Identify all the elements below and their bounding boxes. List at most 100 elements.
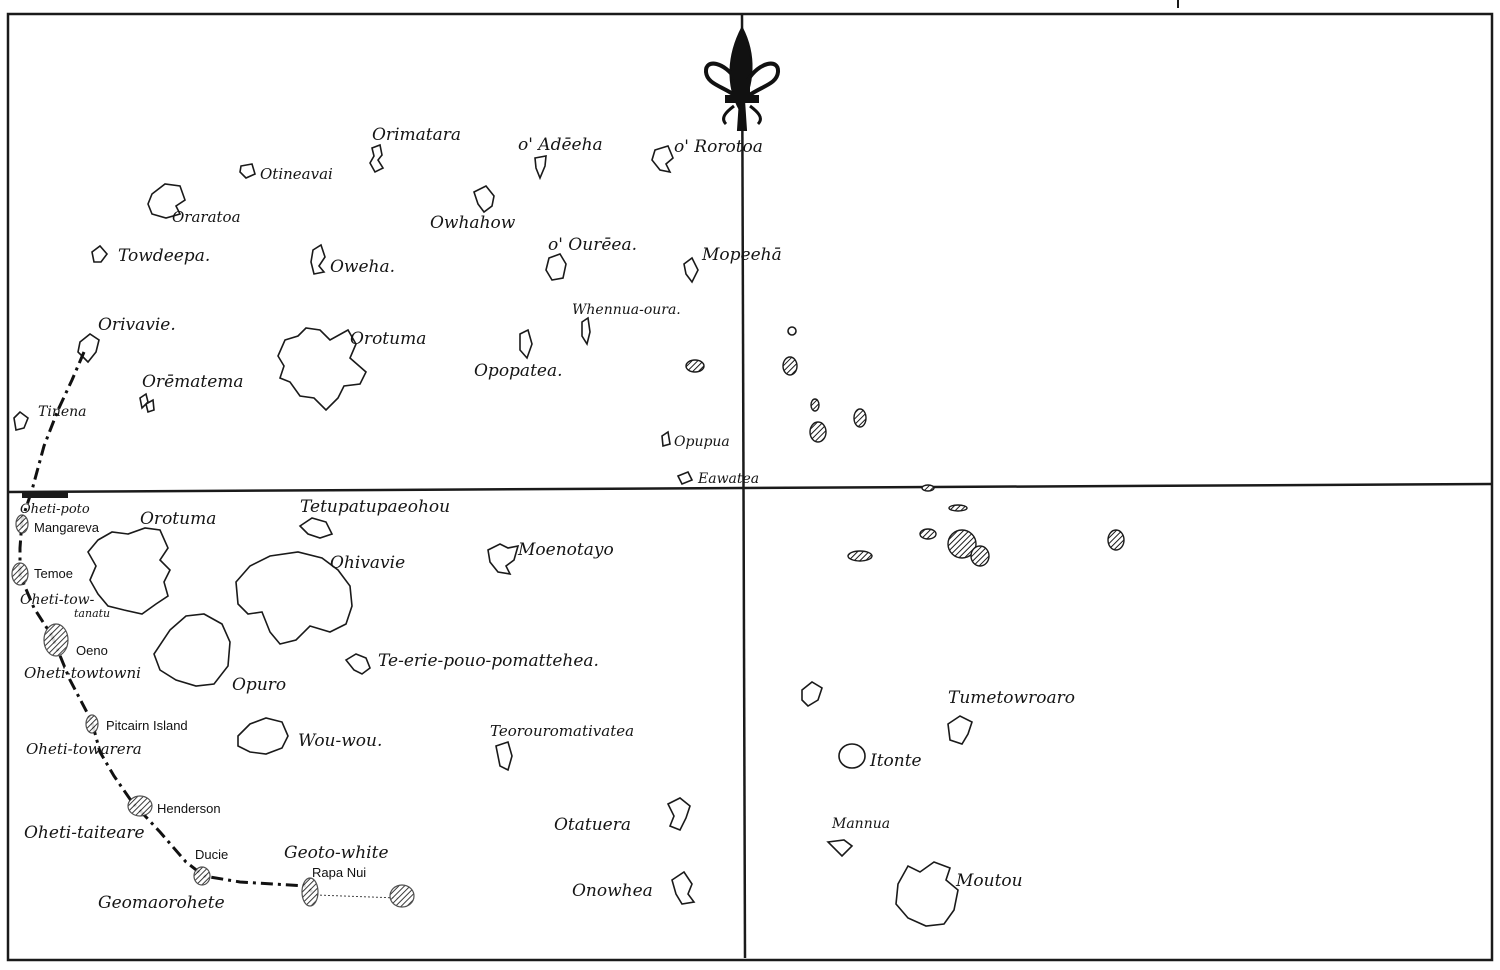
island-tinena — [13, 410, 29, 431]
label-towdeepa: Towdeepa. — [118, 246, 210, 266]
island-mangareva-mark — [15, 514, 29, 534]
label-ducie: Ducie — [195, 847, 228, 862]
island-geoto-white-mark — [389, 884, 415, 908]
label-onowhea: Onowhea — [572, 881, 653, 901]
label-oweha: Oweha. — [330, 257, 395, 277]
label-tumetowroaro: Tumetowroaro — [948, 688, 1075, 708]
island-ducie-mark — [193, 866, 211, 886]
island-oweha — [310, 243, 326, 275]
label-teoroura: Teorouromativatea — [490, 722, 634, 740]
island-rapa-nui-mark — [301, 877, 319, 907]
island-otineavai — [239, 163, 256, 179]
island-itonte — [838, 743, 866, 769]
island-small-north — [787, 326, 797, 336]
label-itonte: Itonte — [869, 751, 922, 771]
label-oheti-towarera: Oheti-towarera — [26, 740, 142, 758]
label-mangareva: Mangareva — [34, 520, 100, 535]
island-oraratoa — [147, 183, 186, 219]
label-eawatea: Eawatea — [697, 471, 759, 487]
label-wou-wou: Wou-wou. — [298, 731, 382, 751]
island-o-rorotoa — [651, 145, 674, 174]
island-west-south — [801, 681, 823, 708]
label-o-rorotoa: o' Rorotoa — [674, 137, 763, 157]
label-geomaorohete: Geomaorohete — [98, 893, 225, 913]
label-pitcairn: Pitcairn Island — [106, 718, 188, 733]
island-oeno-mark — [43, 623, 69, 657]
label-orivavie: Orivavie. — [98, 315, 176, 335]
map-frame — [6, 0, 1494, 962]
label-mopeeha: Mopeehā — [701, 245, 782, 265]
island-orimatara — [369, 143, 385, 174]
island-orotuma-south — [87, 527, 171, 615]
island-opuro — [153, 613, 231, 687]
island-oremalema — [139, 392, 155, 414]
label-oheti-towtowni: Oheti-towtowni — [24, 664, 141, 682]
parallel-line — [7, 482, 1493, 494]
island-orotuma-north — [277, 327, 367, 412]
oheti-poto-bar — [22, 492, 68, 498]
label-whennua-oura: Whennua-oura. — [572, 302, 681, 318]
island-o-oureea — [545, 253, 567, 281]
island-orivavie — [77, 333, 100, 364]
island-eawatea — [676, 470, 694, 486]
island-ohivavie — [235, 551, 353, 645]
label-oheti-tow-tanatu-a: Oheti-tow- — [20, 592, 95, 608]
label-tinena: Tinena — [38, 404, 86, 420]
island-opupua — [661, 430, 671, 448]
island-towdeepa — [91, 244, 109, 263]
island-whennua-oura — [581, 316, 591, 347]
label-henderson: Henderson — [157, 801, 221, 816]
island-tetupatupaeohou — [298, 517, 334, 539]
island-onowhea — [671, 870, 696, 905]
island-pitcairn-mark — [85, 714, 99, 734]
label-oheti-poto: Oheti-poto — [20, 502, 90, 517]
island-owhahow — [473, 184, 495, 214]
meridian-line — [740, 13, 747, 959]
route-islands — [11, 514, 415, 908]
fleur-de-lis-icon — [704, 25, 780, 131]
label-opupua: Opupua — [674, 434, 730, 450]
island-te-erie — [344, 653, 371, 675]
handwritten-labels: Orimatara o' Adēeha o' Rorotoa Otineavai… — [20, 125, 1075, 913]
label-ohivavie: Ohivavie — [330, 553, 405, 573]
label-te-erie: Te-erie-pouo-pomattehea. — [378, 651, 599, 671]
route-extension — [315, 894, 399, 899]
island-mannua — [826, 839, 854, 858]
label-geoto-white: Geoto-white — [284, 843, 389, 863]
label-oremalema: Orēmatema — [142, 372, 244, 392]
label-opuro: Opuro — [232, 675, 286, 695]
label-moutou: Moutou — [955, 871, 1023, 891]
label-o-oureea: o' Ourēea. — [548, 235, 637, 255]
island-o-adeeha — [534, 155, 547, 181]
label-oheti-tow-tanatu-b: tanatu — [74, 607, 110, 620]
island-tumetowroaro — [947, 715, 973, 745]
label-otatuera: Otatuera — [554, 815, 631, 835]
label-opopatea: Opopatea. — [474, 361, 563, 381]
hatched-islands — [685, 356, 1125, 567]
label-oheti-taiteare: Oheti-taiteare — [24, 823, 145, 843]
island-mopeeha — [683, 256, 699, 284]
label-orotuma-north: Orotuma — [350, 329, 426, 349]
island-opopatea — [519, 328, 533, 360]
label-mannua: Mannua — [831, 816, 890, 832]
label-oraratoa: Oraratoa — [172, 208, 241, 226]
label-temoe: Temoe — [34, 566, 73, 581]
island-otatuera — [666, 797, 691, 832]
label-orotuma-south: Orotuma — [140, 509, 216, 529]
label-rapa-nui: Rapa Nui — [312, 865, 366, 880]
island-teoroura — [495, 740, 513, 772]
island-outlines — [13, 143, 973, 927]
map-border — [6, 12, 1494, 962]
island-temoe-mark — [11, 562, 29, 586]
island-moenotayo — [487, 543, 520, 576]
island-henderson-mark — [127, 795, 153, 817]
island-moutou — [895, 861, 959, 927]
island-wou-wou — [237, 717, 289, 755]
label-tetupatupaeohou: Tetupatupaeohou — [300, 497, 450, 517]
modern-labels: Mangareva Temoe Oeno Pitcairn Island Hen… — [34, 520, 366, 880]
label-otineavai: Otineavai — [260, 165, 333, 183]
label-orimatara: Orimatara — [372, 125, 461, 145]
label-owhahow: Owhahow — [430, 213, 516, 233]
